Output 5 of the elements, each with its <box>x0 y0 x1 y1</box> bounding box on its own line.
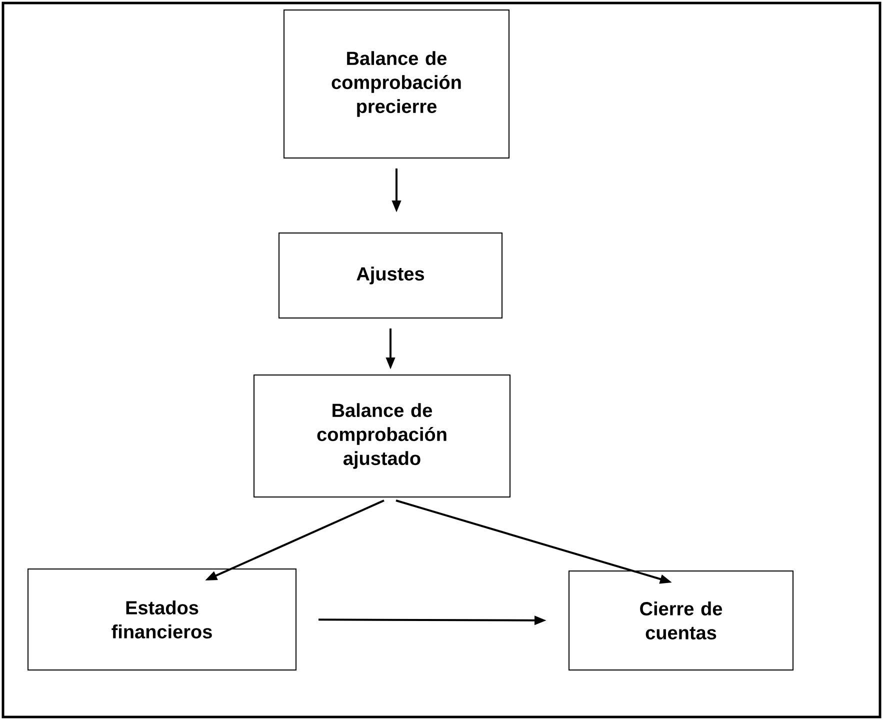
process-box: Ajustes <box>278 232 502 318</box>
process-box: Balance de comprobación precierre <box>284 10 510 158</box>
process-box: Balance de comprobación ajustado <box>254 374 510 498</box>
process-box: Cierre de cuentas <box>568 570 794 670</box>
process-box: Estados financieros <box>28 568 296 670</box>
